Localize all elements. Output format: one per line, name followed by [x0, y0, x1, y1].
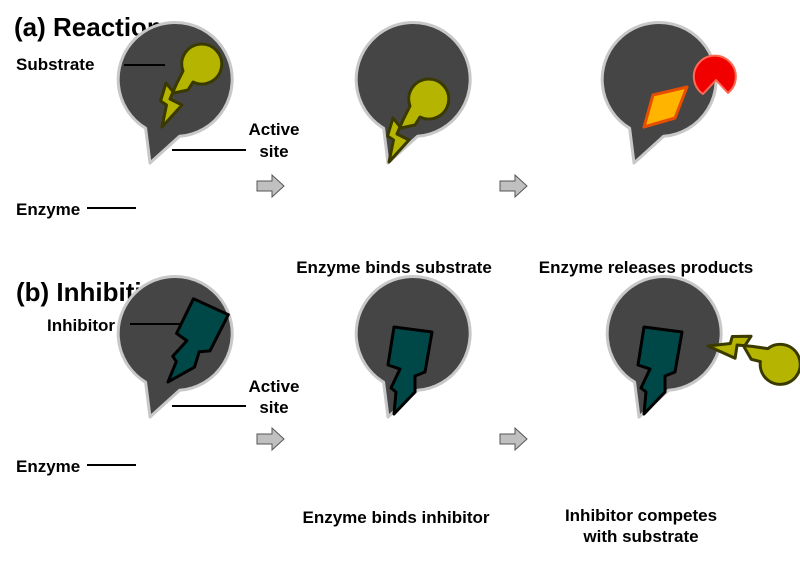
caption-enzyme-binds-inhibitor: Enzyme binds inhibitor [302, 508, 489, 527]
substrate-label: Substrate [16, 55, 94, 74]
active-site-label-line1: Active [248, 377, 299, 396]
process-arrow [256, 174, 285, 198]
active-site-label-line2: site [259, 142, 288, 161]
process-arrow [499, 427, 528, 451]
active-site-label-line1: Active [248, 120, 299, 139]
product-orange-diamond [642, 85, 689, 129]
caption-inhibitor-competes-line1: Inhibitor competes [565, 506, 717, 525]
process-arrow [499, 174, 528, 198]
enzyme-shape [116, 274, 234, 419]
active-site-label-line2: site [259, 398, 288, 417]
enzyme-label: Enzyme [16, 200, 80, 219]
inhibitor-label: Inhibitor [47, 316, 115, 335]
product-red-pacman [692, 54, 737, 95]
process-arrow [256, 427, 285, 451]
caption-inhibitor-competes-line2: with substrate [582, 527, 698, 546]
enzyme-label: Enzyme [16, 457, 80, 476]
caption-enzyme-binds-substrate: Enzyme binds substrate [296, 258, 492, 277]
caption-enzyme-releases-products: Enzyme releases products [539, 258, 753, 277]
